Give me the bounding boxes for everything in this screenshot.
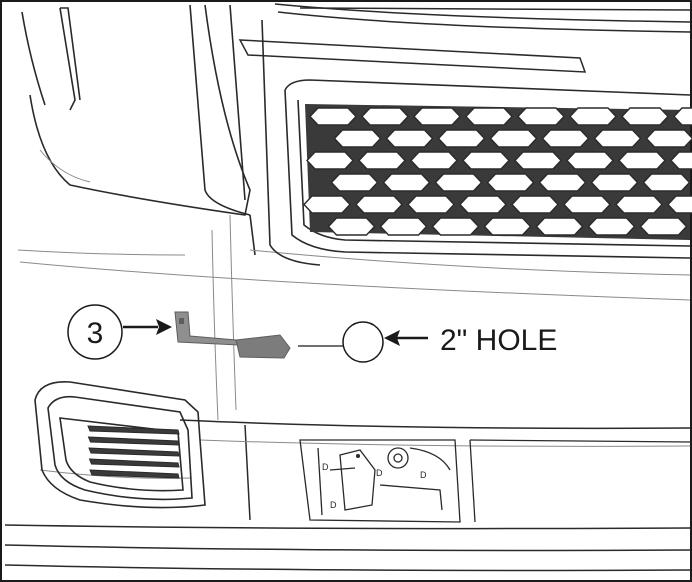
grille-cell xyxy=(333,129,382,148)
svg-text:D: D xyxy=(330,500,337,510)
fog-light-slat xyxy=(87,436,180,446)
grille-cell xyxy=(587,217,636,236)
grille-cell xyxy=(382,173,431,192)
svg-text:D: D xyxy=(322,462,329,472)
grille-cell xyxy=(639,217,688,236)
lower-mechanism xyxy=(299,439,691,523)
fog-light-slat xyxy=(88,447,180,457)
grille-cell xyxy=(645,129,692,148)
grille-cell xyxy=(569,107,617,126)
grille-cell xyxy=(618,151,666,170)
grille-cell xyxy=(303,195,351,214)
grille-cell xyxy=(355,195,403,214)
fog-light-bezel xyxy=(34,381,206,509)
mechanism-markings: D D D D xyxy=(322,454,427,510)
two-inch-hole xyxy=(342,321,384,363)
grille-cell xyxy=(541,129,590,148)
grille-cell xyxy=(434,173,483,192)
grille-cell xyxy=(673,107,692,126)
bumper-lines xyxy=(4,419,691,572)
fog-light-slat xyxy=(89,469,180,479)
grille-cell xyxy=(535,217,584,236)
fog-light-slat xyxy=(87,425,180,435)
grille-cell xyxy=(330,173,379,192)
fog-light-slats xyxy=(87,425,180,479)
hole-callout: 2" HOLE xyxy=(384,324,557,357)
grille-cell xyxy=(358,151,406,170)
grille-cell xyxy=(407,195,455,214)
mounting-bracket xyxy=(174,311,291,359)
grille-cell xyxy=(379,217,428,236)
part-arrow-icon xyxy=(156,319,172,335)
honeycomb-grille xyxy=(303,104,692,240)
grille-cell xyxy=(306,151,354,170)
grille-cell xyxy=(327,217,376,236)
grille-cell xyxy=(511,195,559,214)
upper-grille-bars xyxy=(238,3,691,73)
grille-cell xyxy=(489,129,538,148)
grille-cell xyxy=(563,195,611,214)
grille-cell xyxy=(465,107,513,126)
grille-cell xyxy=(459,195,507,214)
part-number-circle xyxy=(67,304,123,360)
grille-cell xyxy=(517,107,565,126)
grille-cell xyxy=(431,217,480,236)
grille-cell xyxy=(593,129,642,148)
grille-cell xyxy=(642,173,691,192)
grille-cell xyxy=(670,151,692,170)
left-headlight xyxy=(21,4,256,256)
grille-cell xyxy=(385,129,434,148)
fog-light-slat xyxy=(88,458,180,468)
grille-frame xyxy=(261,19,691,266)
grille-cell xyxy=(410,151,458,170)
grille-cell xyxy=(566,151,614,170)
grille-cell xyxy=(667,195,692,214)
grille-cell xyxy=(483,217,532,236)
grille-cell xyxy=(514,151,562,170)
grille-cell xyxy=(462,151,510,170)
hole-label: 2" HOLE xyxy=(440,324,557,357)
grille-cell xyxy=(538,173,587,192)
hole-arrow-icon xyxy=(384,330,400,346)
svg-text:D: D xyxy=(376,468,383,478)
grille-cell xyxy=(486,173,535,192)
grille-cell xyxy=(413,107,461,126)
part-number-label: 3 xyxy=(87,317,104,350)
grille-cell xyxy=(615,195,663,214)
part-callout: 3 xyxy=(67,304,172,360)
grille-cell xyxy=(621,107,669,126)
grille-cell xyxy=(590,173,639,192)
grille-cell xyxy=(309,107,357,126)
grille-cell xyxy=(437,129,486,148)
grille-cell xyxy=(361,107,409,126)
svg-text:D: D xyxy=(420,470,427,480)
